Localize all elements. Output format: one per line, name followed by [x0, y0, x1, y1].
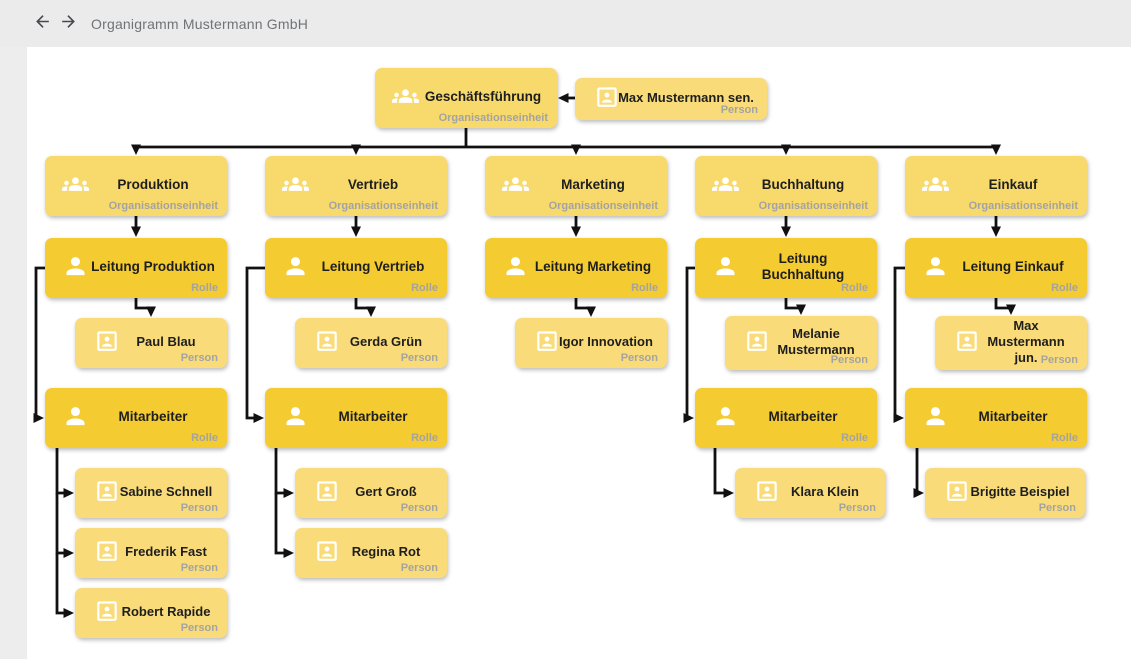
node-type-label: Organisationseinheit [758, 200, 868, 212]
node-label: Max Mustermann sen. [618, 90, 754, 105]
node-type-label: Organisationseinheit [548, 200, 658, 212]
node-label: Frederik Fast [125, 544, 207, 559]
node-type-label: Person [180, 562, 218, 574]
node-type-label: Organisationseinheit [328, 200, 438, 212]
node-label: Gerda Grün [349, 334, 423, 349]
node-label: Melanie Mustermann [777, 326, 855, 357]
node-label: Mitarbeiter [118, 409, 188, 424]
title-bar: Organigramm Mustermann GmbH [0, 0, 1131, 47]
org-node-max-mustermann-jun[interactable]: Max Mustermann jun.Person [935, 316, 1087, 370]
back-button[interactable] [31, 13, 53, 35]
node-type-label: Person [838, 502, 876, 514]
node-label: Geschäftsführung [424, 89, 542, 104]
node-label: Max Mustermann jun. [987, 318, 1065, 365]
node-label: Igor Innovation [559, 334, 653, 349]
node-label: Gert Groß [355, 484, 417, 499]
node-label: Produktion [117, 177, 189, 192]
node-type-label: Person [400, 352, 438, 364]
node-type-label: Rolle [1051, 432, 1078, 444]
node-label: Leitung Einkauf [962, 259, 1064, 274]
node-label: Paul Blau [136, 334, 196, 349]
node-type-label: Person [400, 562, 438, 574]
node-type-label: Rolle [411, 282, 438, 294]
node-label: Mitarbeiter [978, 409, 1048, 424]
page-title: Organigramm Mustermann GmbH [91, 15, 309, 32]
node-type-label: Person [180, 622, 218, 634]
node-label: Mitarbeiter [768, 409, 838, 424]
forward-button[interactable] [57, 13, 79, 35]
node-type-label: Organisationseinheit [108, 200, 218, 212]
node-label: Vertrieb [347, 177, 399, 192]
node-label: Sabine Schnell [119, 484, 213, 499]
arrow-back-icon [33, 12, 52, 36]
node-label: Leitung Marketing [534, 259, 652, 274]
node-label: Robert Rapide [121, 604, 211, 619]
node-label: Mitarbeiter [338, 409, 408, 424]
node-label: Buchhaltung [761, 177, 845, 192]
node-label: Leitung Vertrieb [321, 259, 425, 274]
node-type-label: Person [1038, 502, 1076, 514]
node-type-label: Organisationseinheit [968, 200, 1078, 212]
node-label: Marketing [561, 177, 625, 192]
node-label: Regina Rot [351, 544, 421, 559]
node-type-label: Organisationseinheit [438, 112, 548, 124]
node-type-label: Rolle [411, 432, 438, 444]
node-type-label: Person [180, 502, 218, 514]
node-type-label: Rolle [191, 432, 218, 444]
node-type-label: Person [620, 352, 658, 364]
node-label: Leitung Buchhaltung [761, 251, 845, 282]
org-node-max-mustermann-sen[interactable]: Max Mustermann sen.Person [575, 78, 767, 120]
arrow-forward-icon [59, 12, 78, 36]
node-type-label: Rolle [631, 282, 658, 294]
node-label: Einkauf [988, 177, 1038, 192]
node-type-label: Rolle [191, 282, 218, 294]
node-label: Leitung Produktion [91, 259, 215, 274]
node-type-label: Rolle [1051, 282, 1078, 294]
canvas-left-margin [0, 47, 27, 659]
node-label: Brigitte Beispiel [970, 484, 1070, 499]
node-label: Klara Klein [791, 484, 859, 499]
node-type-label: Person [180, 352, 218, 364]
node-type-label: Person [400, 502, 438, 514]
node-type-label: Rolle [841, 432, 868, 444]
